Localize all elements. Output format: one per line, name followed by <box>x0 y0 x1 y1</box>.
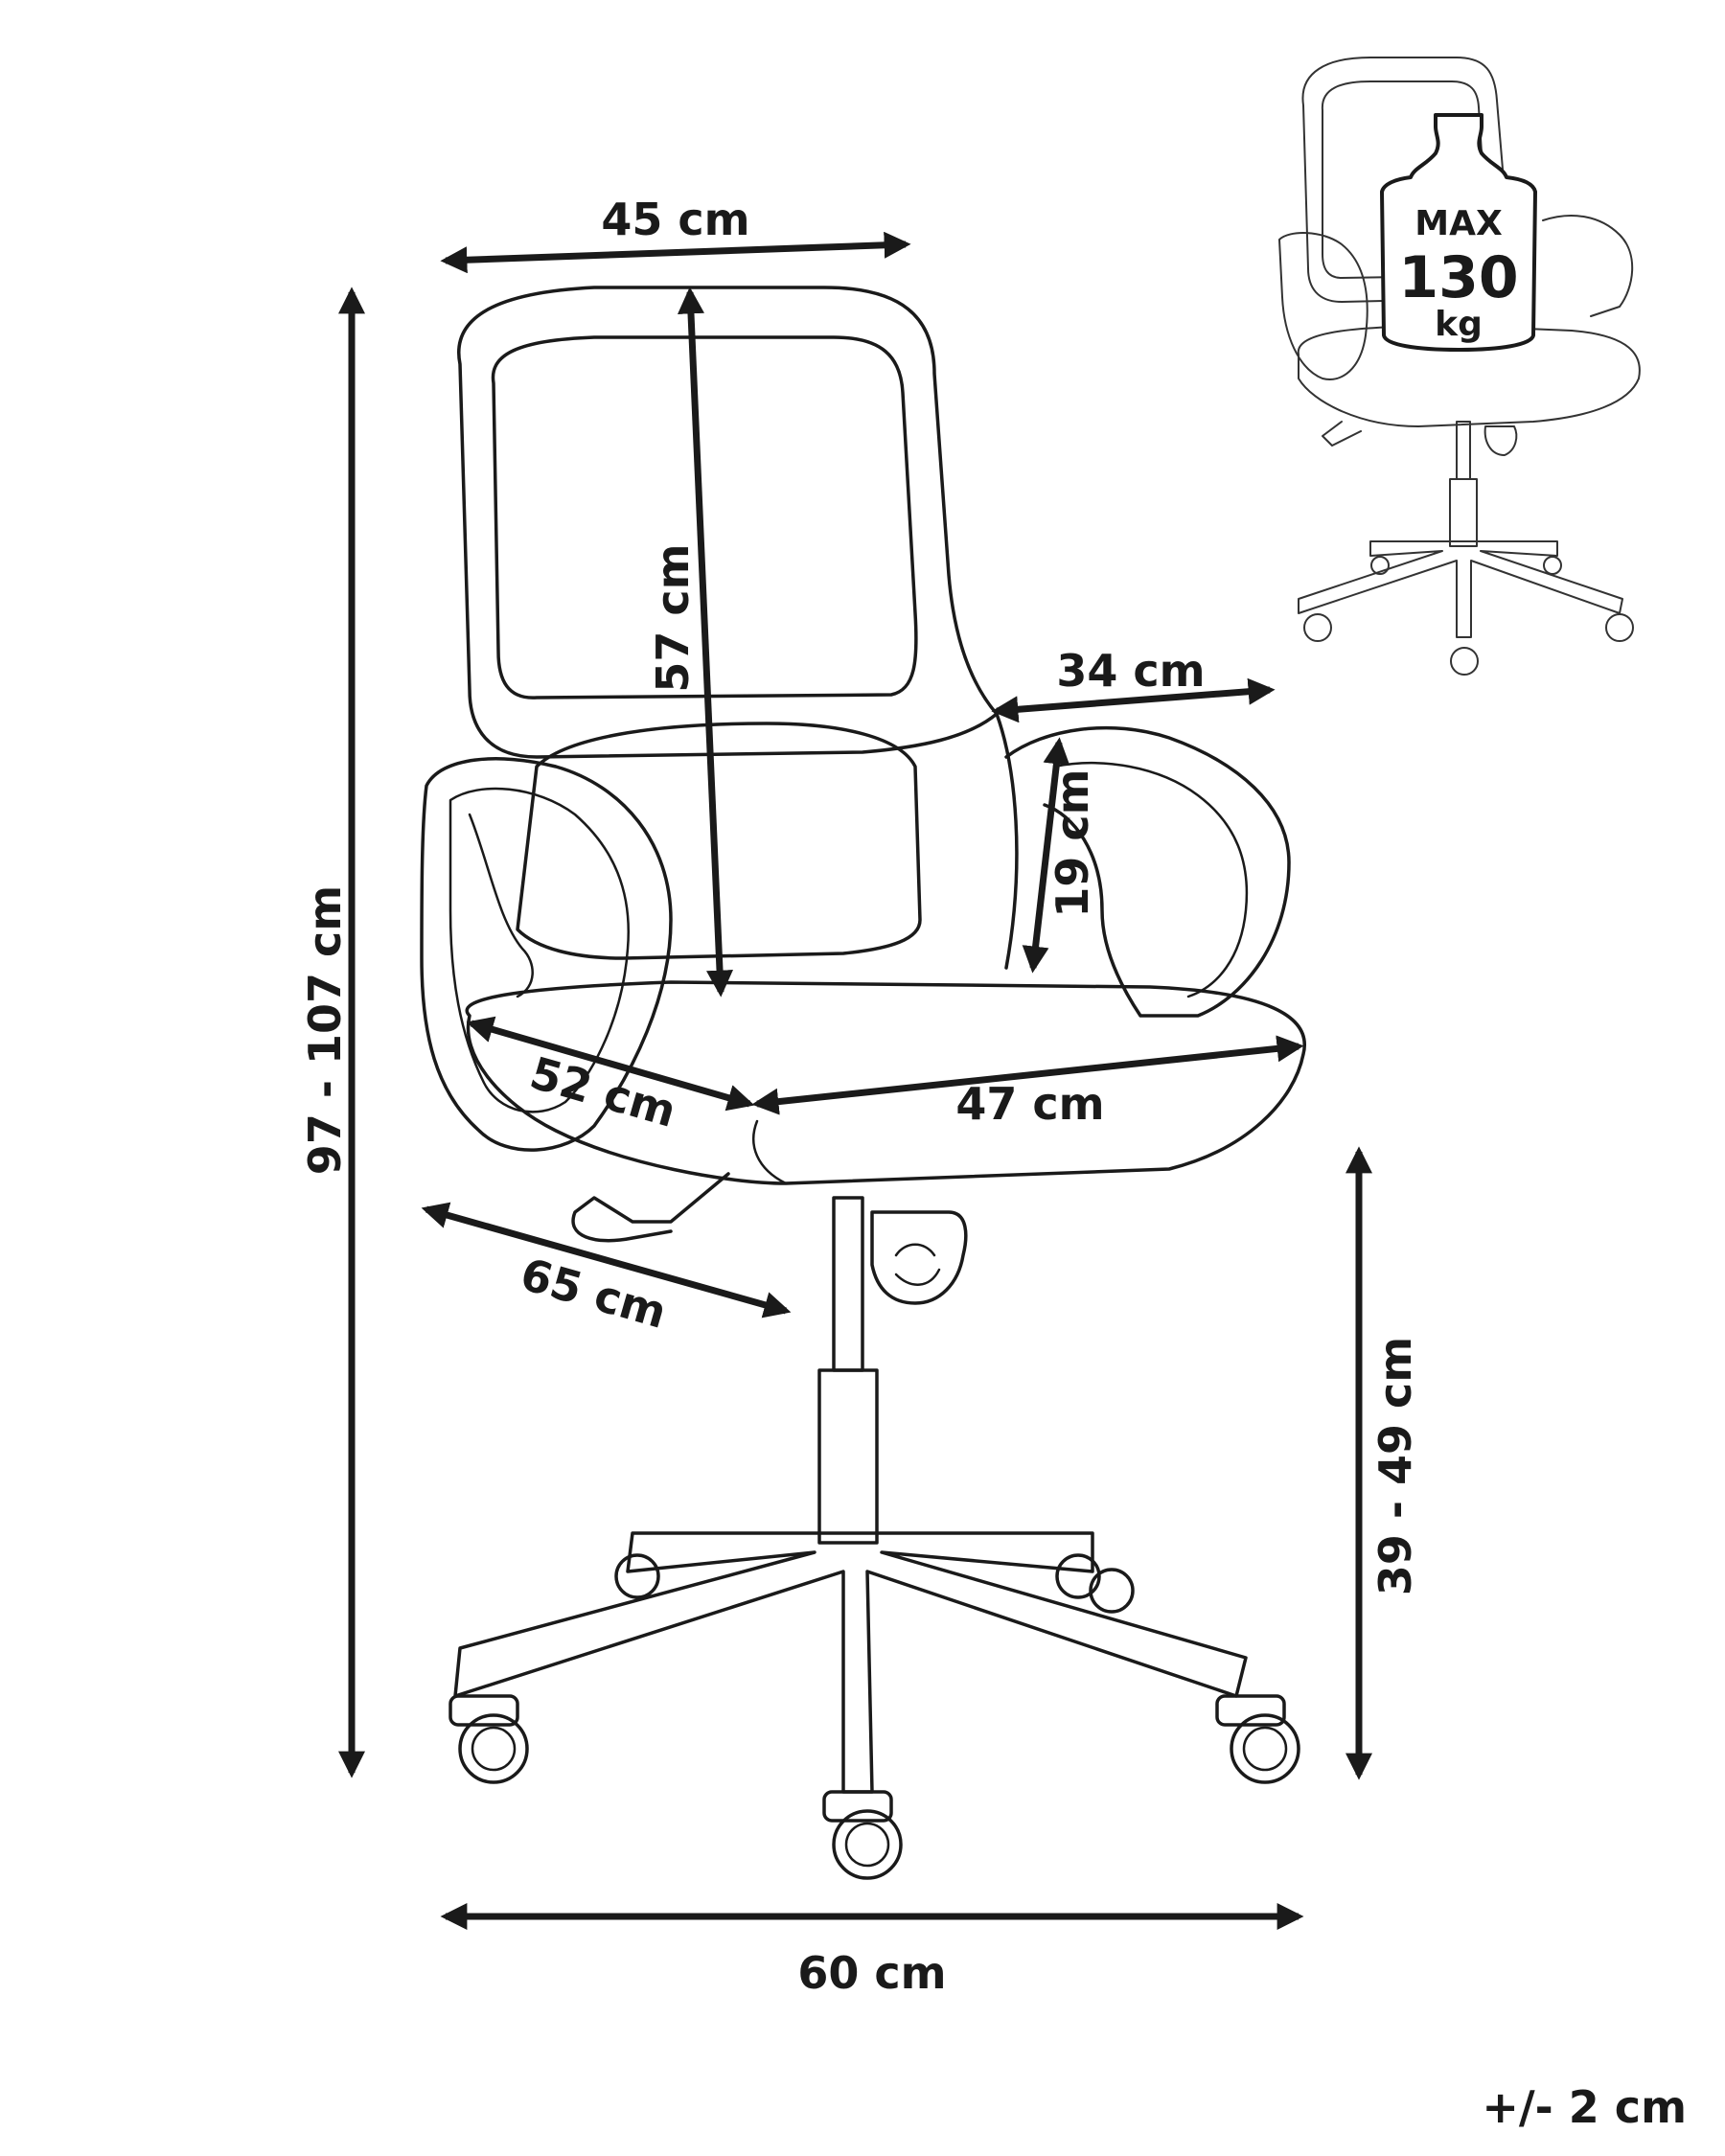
left-armrest-cut <box>468 813 534 998</box>
label-overall-depth: 65 cm <box>515 1248 672 1339</box>
caster-back-left <box>614 1553 660 1599</box>
max-load-badge: MAX 130 kg <box>1380 113 1537 352</box>
caster-front-left <box>448 1694 529 1784</box>
weight-icon <box>1380 113 1537 352</box>
arrow-width-top <box>440 231 911 274</box>
caster-front-right <box>1215 1694 1300 1784</box>
dimension-arrows <box>338 231 1372 1930</box>
arrow-armrest-height <box>1022 737 1070 974</box>
max-load-unit: kg <box>1435 305 1483 344</box>
tilt-knob-detail <box>894 1243 941 1286</box>
tolerance-note: +/- 2 cm <box>1482 2081 1687 2133</box>
right-armrest <box>1004 725 1291 1018</box>
label-seat-height: 39 - 49 cm <box>1369 1337 1421 1595</box>
caster-front <box>822 1790 903 1880</box>
max-load-label: MAX <box>1414 204 1503 243</box>
mini-chair-drawing <box>1278 57 1641 676</box>
arrow-armrest-depth <box>991 677 1276 723</box>
label-armrest-depth: 34 cm <box>1056 645 1205 697</box>
label-backrest-height: 57 cm <box>647 543 699 692</box>
lumbar-panel <box>516 722 922 960</box>
left-armrest <box>420 757 673 1152</box>
caster-back-right <box>1055 1553 1135 1614</box>
label-armrest-height: 19 cm <box>1046 768 1098 917</box>
arrow-overall-depth <box>421 1202 792 1319</box>
gas-lift-lower <box>817 1368 879 1545</box>
max-load-value: 130 <box>1398 244 1518 311</box>
arrow-seat-width <box>751 1035 1304 1115</box>
height-lever <box>571 1172 730 1243</box>
backrest-mesh <box>491 335 918 700</box>
backrest-frame <box>457 286 999 759</box>
label-seat-width: 47 cm <box>955 1078 1104 1130</box>
right-armrest-inner <box>1052 762 1249 998</box>
arrow-seat-depth <box>466 1016 755 1112</box>
seat-edge <box>752 1119 788 1185</box>
label-base-width: 60 cm <box>797 1947 946 1999</box>
arrow-backrest-height <box>677 287 734 998</box>
star-base <box>453 1531 1248 1794</box>
backrest-right-side <box>995 712 1019 970</box>
gas-lift-upper <box>832 1196 864 1372</box>
label-total-height: 97 - 107 cm <box>299 885 351 1175</box>
tilt-knob <box>870 1210 968 1305</box>
label-width-top: 45 cm <box>601 194 749 245</box>
